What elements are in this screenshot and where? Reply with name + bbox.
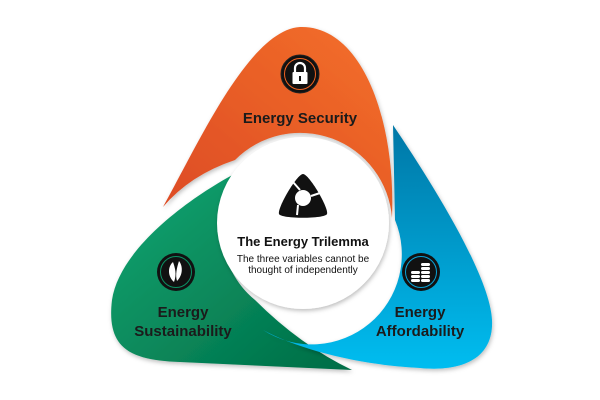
sustainability-label-line1: Energy xyxy=(157,304,209,321)
sustainability-label: Energy Sustainability xyxy=(134,303,232,341)
sustainability-segment xyxy=(111,167,352,370)
coins-icon xyxy=(402,253,440,291)
sustainability-label-line2: Sustainability xyxy=(134,323,232,340)
lock-icon xyxy=(280,54,320,94)
security-segment xyxy=(163,26,393,219)
security-label: Energy Security xyxy=(242,110,358,127)
affordability-segment xyxy=(263,125,493,369)
center-circle xyxy=(217,137,389,309)
center-subtitle-line1: The three variables cannot be xyxy=(236,254,370,265)
center-subtitle-line2: thought of independently xyxy=(248,265,358,276)
leaf-icon xyxy=(157,253,195,291)
affordability-label-line2: Affordability xyxy=(375,323,465,340)
trilemma-logo-icon xyxy=(278,174,328,218)
affordability-label-line1: Energy xyxy=(394,304,446,321)
center-title: The Energy Trilemma xyxy=(237,234,369,249)
affordability-label: Energy Affordability xyxy=(376,303,464,341)
center-subtitle: The three variables cannot be thought of… xyxy=(237,254,369,276)
